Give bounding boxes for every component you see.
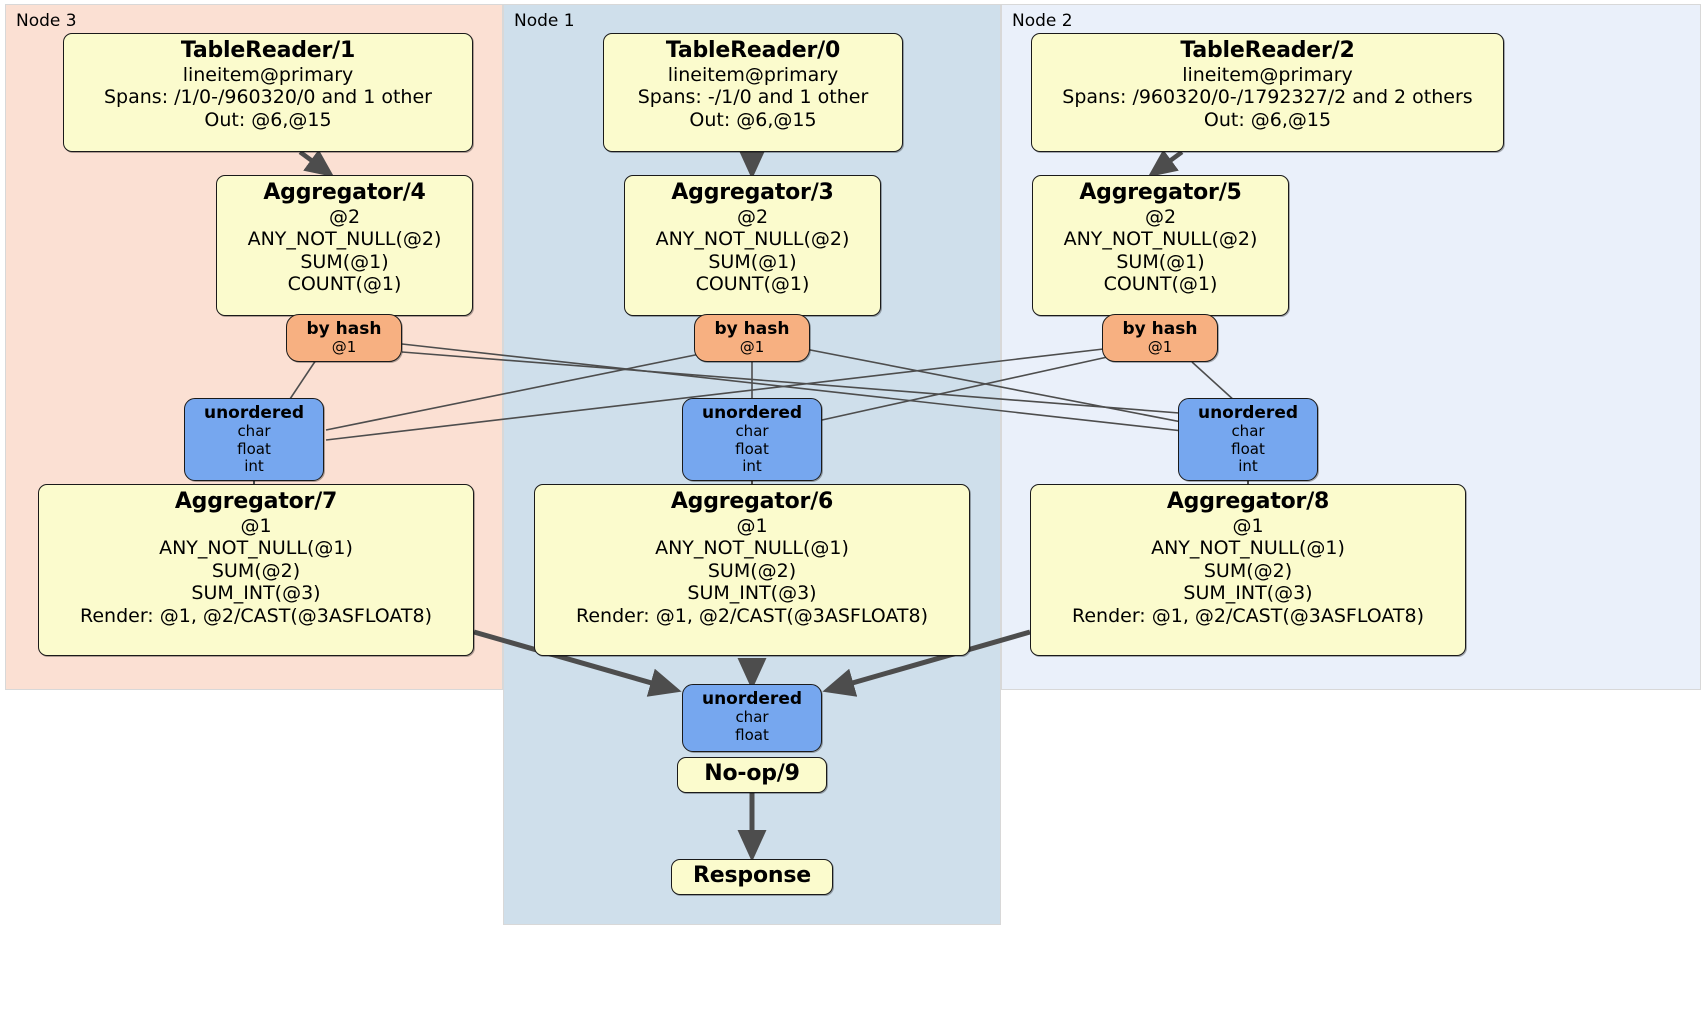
processor-title: TableReader/1 <box>180 38 356 63</box>
processor-group: @1 <box>240 514 272 537</box>
processor-group: @2 <box>1144 205 1177 228</box>
processor-box-aggregator-3[interactable]: Aggregator/3 @2 ANY_NOT_NULL(@2) SUM(@1)… <box>624 175 881 316</box>
processor-spans: Spans: /960320/0-/1792327/2 and 2 others <box>1062 86 1473 109</box>
processor-title: Aggregator/6 <box>670 489 834 514</box>
router-title: by hash <box>306 319 382 339</box>
processor-agg-1: ANY_NOT_NULL(@2) <box>247 228 442 251</box>
processor-title: Aggregator/8 <box>1166 489 1330 514</box>
router-column: @1 <box>1147 338 1173 357</box>
processor-agg-2: SUM(@1) <box>300 250 389 273</box>
node-panel-label-node3: Node 3 <box>16 11 77 31</box>
processor-box-tablereader-1[interactable]: TableReader/1 lineitem@primary Spans: /1… <box>63 33 473 152</box>
processor-box-aggregator-6[interactable]: Aggregator/6 @1 ANY_NOT_NULL(@1) SUM(@2)… <box>534 484 970 656</box>
processor-group: @1 <box>1232 514 1264 537</box>
synchronizer-title: unordered <box>701 403 803 423</box>
processor-table: lineitem@primary <box>1182 63 1353 86</box>
processor-out: Out: @6,@15 <box>204 108 332 131</box>
router-box-by-hash-node3[interactable]: by hash @1 <box>286 314 402 362</box>
processor-title: Aggregator/7 <box>174 489 338 514</box>
processor-title: Aggregator/3 <box>671 180 834 205</box>
processor-group: @2 <box>736 205 769 228</box>
synchronizer-type-1: char <box>735 708 769 727</box>
processor-out: Out: @6,@15 <box>1203 108 1332 131</box>
processor-agg-3: SUM_INT(@3) <box>1183 582 1313 605</box>
synchronizer-type-3: int <box>742 457 762 476</box>
processor-agg-2: SUM(@1) <box>1116 250 1205 273</box>
processor-agg-1: ANY_NOT_NULL(@1) <box>655 537 849 560</box>
synchronizer-type-3: int <box>244 457 264 476</box>
processor-agg-1: ANY_NOT_NULL(@2) <box>1063 228 1258 251</box>
router-box-by-hash-node2[interactable]: by hash @1 <box>1102 314 1218 362</box>
processor-title: Aggregator/4 <box>263 180 426 205</box>
processor-box-tablereader-0[interactable]: TableReader/0 lineitem@primary Spans: -/… <box>603 33 903 152</box>
node-panel-label-node1: Node 1 <box>514 11 575 31</box>
processor-box-aggregator-8[interactable]: Aggregator/8 @1 ANY_NOT_NULL(@1) SUM(@2)… <box>1030 484 1466 656</box>
processor-table: lineitem@primary <box>182 63 354 86</box>
processor-agg-1: ANY_NOT_NULL(@1) <box>1151 537 1345 560</box>
synchronizer-type-2: float <box>735 725 769 744</box>
processor-box-noop-9[interactable]: No-op/9 <box>677 757 827 793</box>
processor-box-response[interactable]: Response <box>671 859 833 895</box>
synchronizer-type-1: char <box>237 422 271 441</box>
processor-title: TableReader/2 <box>1180 38 1355 63</box>
synchronizer-type-3: int <box>1238 457 1258 476</box>
processor-out: Out: @6,@15 <box>689 108 817 131</box>
router-box-by-hash-node1[interactable]: by hash @1 <box>694 314 810 362</box>
processor-title: No-op/9 <box>704 761 800 786</box>
processor-agg-2: SUM(@2) <box>1203 559 1293 582</box>
processor-agg-3: COUNT(@1) <box>695 273 810 296</box>
processor-agg-1: ANY_NOT_NULL(@2) <box>655 228 850 251</box>
synchronizer-title: unordered <box>1197 403 1299 423</box>
synchronizer-type-2: float <box>237 439 271 458</box>
synchronizer-type-1: char <box>1231 422 1265 441</box>
router-column: @1 <box>739 338 765 357</box>
processor-box-aggregator-4[interactable]: Aggregator/4 @2 ANY_NOT_NULL(@2) SUM(@1)… <box>216 175 473 316</box>
processor-title: Aggregator/5 <box>1079 180 1242 205</box>
node-panel-label-node2: Node 2 <box>1012 11 1073 31</box>
router-title: by hash <box>1122 319 1198 339</box>
synchronizer-title: unordered <box>203 403 305 423</box>
processor-group: @2 <box>328 205 361 228</box>
processor-box-aggregator-7[interactable]: Aggregator/7 @1 ANY_NOT_NULL(@1) SUM(@2)… <box>38 484 474 656</box>
processor-agg-2: SUM(@1) <box>708 250 797 273</box>
processor-agg-3: SUM_INT(@3) <box>191 582 321 605</box>
router-column: @1 <box>331 338 357 357</box>
processor-title: TableReader/0 <box>665 38 841 63</box>
synchronizer-type-1: char <box>735 422 769 441</box>
processor-agg-3: COUNT(@1) <box>1103 273 1218 296</box>
synchronizer-box-unordered-node1[interactable]: unordered char float int <box>682 398 822 481</box>
processor-spans: Spans: /1/0-/960320/0 and 1 other <box>104 86 432 109</box>
synchronizer-type-2: float <box>1231 439 1265 458</box>
processor-agg-1: ANY_NOT_NULL(@1) <box>159 537 353 560</box>
synchronizer-title: unordered <box>701 689 803 709</box>
synchronizer-box-unordered-node3[interactable]: unordered char float int <box>184 398 324 481</box>
processor-agg-3: SUM_INT(@3) <box>687 582 817 605</box>
router-title: by hash <box>714 319 790 339</box>
synchronizer-box-unordered-node2[interactable]: unordered char float int <box>1178 398 1318 481</box>
processor-agg-2: SUM(@2) <box>211 559 301 582</box>
processor-render: Render: @1, @2/CAST(@3ASFLOAT8) <box>576 604 928 627</box>
processor-render: Render: @1, @2/CAST(@3ASFLOAT8) <box>80 604 432 627</box>
processor-title: Response <box>693 863 811 888</box>
synchronizer-type-2: float <box>735 439 769 458</box>
synchronizer-box-unordered-final[interactable]: unordered char float <box>682 684 822 752</box>
processor-table: lineitem@primary <box>667 63 839 86</box>
processor-agg-2: SUM(@2) <box>707 559 797 582</box>
processor-group: @1 <box>736 514 768 537</box>
processor-box-tablereader-2[interactable]: TableReader/2 lineitem@primary Spans: /9… <box>1031 33 1504 152</box>
processor-agg-3: COUNT(@1) <box>287 273 402 296</box>
processor-spans: Spans: -/1/0 and 1 other <box>637 86 869 109</box>
processor-box-aggregator-5[interactable]: Aggregator/5 @2 ANY_NOT_NULL(@2) SUM(@1)… <box>1032 175 1289 316</box>
processor-render: Render: @1, @2/CAST(@3ASFLOAT8) <box>1072 604 1424 627</box>
